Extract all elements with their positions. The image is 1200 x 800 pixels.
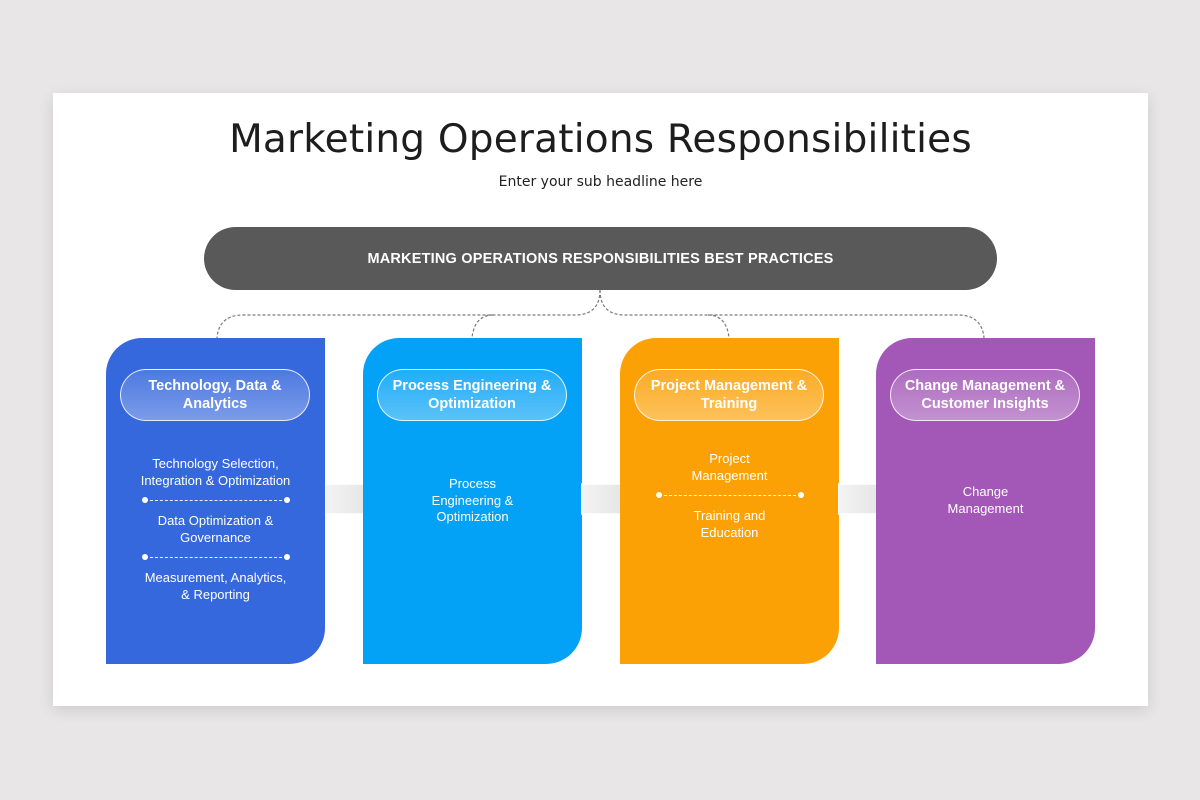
card-item: Measurement, Analytics, & Reporting	[144, 570, 287, 602]
card-heading: Technology, Data & Analytics	[120, 369, 310, 421]
dotted-separator-icon	[141, 497, 290, 503]
card-item: Technology Selection, Integration & Opti…	[140, 456, 291, 488]
card-item: Training and Education	[693, 508, 766, 540]
card-technology-data-analytics: Technology, Data & Analytics Technology …	[106, 338, 325, 664]
dotted-separator-icon	[141, 554, 290, 560]
card-item: Data Optimization & Governance	[157, 513, 274, 545]
page-title: Marketing Operations Responsibilities	[229, 117, 972, 162]
card-heading: Project Management & Training	[634, 369, 824, 421]
card-heading: Change Management & Customer Insights	[890, 369, 1080, 421]
card-item: Project Management	[691, 451, 768, 483]
sub-headline: Enter your sub headline here	[498, 174, 703, 190]
card-heading: Process Engineering & Optimization	[377, 369, 567, 421]
slide: Marketing Operations Responsibilities En…	[53, 93, 1148, 706]
card-change-management: Change Management & Customer Insights Ch…	[876, 338, 1095, 664]
best-practices-banner: MARKETING OPERATIONS RESPONSIBILITIES BE…	[204, 227, 997, 290]
card-process-engineering: Process Engineering & Optimization Proce…	[363, 338, 582, 664]
card-project-management: Project Management & Training Project Ma…	[620, 338, 839, 664]
dotted-separator-icon	[655, 492, 804, 498]
card-item: Process Engineering & Optimization	[431, 476, 514, 524]
card-item: Change Management	[947, 484, 1024, 516]
